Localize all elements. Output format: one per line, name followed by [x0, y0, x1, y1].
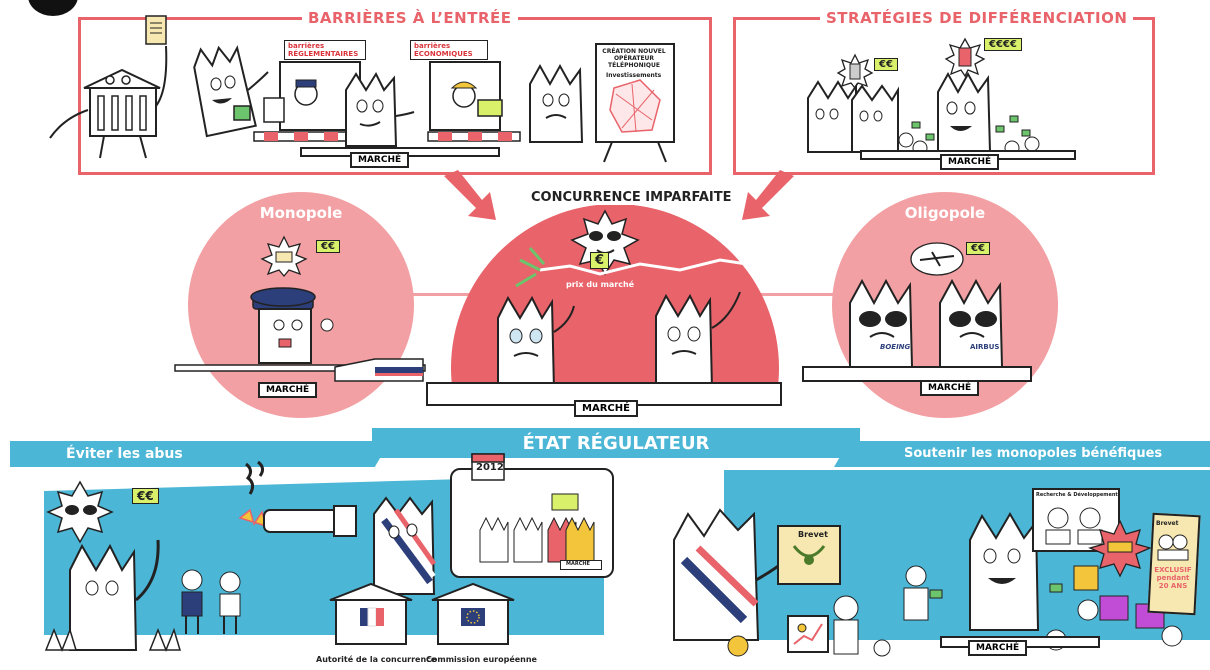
barriers-title: BARRIÈRES À L’ENTRÉE: [302, 9, 518, 27]
corner-badge: [28, 0, 78, 16]
scroll-document-icon: [145, 15, 167, 45]
exclusive-patent-card: [1147, 512, 1201, 616]
competition-authority-label: Autorité de la concurrence: [316, 655, 437, 664]
regulatory-barrier-tag: barrières RÉGLEMENTAIRES: [284, 40, 366, 61]
european-commission-label: Commission européenne: [426, 655, 537, 664]
concurrence-euro-tag: €: [590, 252, 610, 269]
oligopole-title: Oligopole: [904, 204, 986, 222]
exclusive-patent-people: [1157, 534, 1189, 561]
calendar-scene-drawing: [479, 493, 595, 563]
monopole-money-icon: [260, 235, 308, 278]
oligopole-euro-tag: €€: [966, 242, 990, 255]
monopole-conductor-drawing: [174, 287, 426, 382]
brevet-scroll-drawing: [777, 525, 841, 585]
regulator-title-banner: ÉTAT RÉGULATEUR: [372, 428, 860, 458]
supported-firms-drawing: [833, 512, 1183, 657]
board-investment-text: Investissements: [606, 72, 662, 79]
basic-phone-icon: [836, 53, 874, 90]
growth-chart-icon: [787, 615, 829, 653]
exclusive-patent-text: EXCLUSIF pendant 20 ANS: [1154, 566, 1192, 591]
oligopole-market-plate: [802, 366, 1032, 382]
competition-authority-building: [329, 582, 413, 645]
competitors-drawing: [497, 291, 741, 391]
market-price-lightning: [515, 231, 811, 288]
rd-sign-label: Recherche & Développement: [1036, 492, 1118, 498]
sash-character-drawing: [673, 508, 787, 657]
differentiation-crowd-drawing: [807, 71, 1040, 156]
calendar-market-label: MARCHÉ: [566, 561, 590, 567]
oligopole-market-label: MARCHÉ: [920, 380, 980, 396]
concurrence-sun-character: [570, 209, 640, 276]
euro-big-tag: €€€€: [984, 38, 1022, 51]
smartphone-icon: [944, 37, 986, 78]
differentiation-market-label: MARCHÉ: [940, 154, 1000, 170]
exclusive-patent-title: Brevet: [1156, 520, 1179, 527]
monopole-market-label: MARCHÉ: [258, 382, 318, 398]
exclusive-star-badge: [1088, 519, 1152, 578]
support-banner: Soutenir les monopoles bénéfiques: [834, 441, 1210, 467]
oligopole-plane-icon: [910, 242, 964, 276]
differentiation-title: STRATÉGIES DE DIFFÉRENCIATION: [820, 9, 1134, 27]
bank-character-drawing: [49, 45, 168, 159]
waving-entrant-character: [193, 45, 269, 138]
calendar-year: 2012: [476, 462, 504, 473]
incumbent-character: [345, 71, 415, 147]
support-market-label: MARCHÉ: [968, 640, 1028, 656]
calendar-icon: [471, 453, 505, 481]
regulator-title: ÉTAT RÉGULATEUR: [522, 433, 710, 454]
abuse-banner-label: Éviter les abus: [66, 446, 183, 462]
oligopole-duopoly-drawing: [849, 278, 1004, 368]
euro-small-tag: €€: [874, 58, 898, 71]
monopole-euro-tag: €€: [316, 240, 340, 253]
investment-board-drawing: [595, 43, 675, 163]
airbus-brand-label: AIRBUS: [970, 343, 1000, 351]
concurrence-title: CONCURRENCE IMPARFAITE: [528, 190, 735, 205]
second-entrant-character: [529, 63, 584, 143]
regulator-character-drawing: [238, 496, 437, 595]
abuse-banner: Éviter les abus: [10, 441, 390, 467]
abusive-monopoly-drawing: [44, 480, 182, 653]
boeing-brand-label: BOEING: [880, 343, 911, 351]
rd-researchers-icon: [1045, 507, 1103, 545]
concurrence-market-label: MARCHÉ: [574, 400, 638, 417]
worried-consumers-drawing: [181, 569, 241, 634]
brevet-scroll-label: Brevet: [798, 530, 828, 539]
arrow-differentiation-to-concurrence: [742, 170, 794, 220]
market-price-label: prix du marché: [566, 280, 635, 289]
board-title-text: CRÉATION NOUVEL OPÉRATEUR TÉLÉPHONIQUE: [602, 48, 666, 70]
barriers-market-label: MARCHÉ: [350, 152, 410, 168]
calendar-market-plate: [560, 560, 602, 570]
economic-barrier-tag: barrières ÉCONOMIQUES: [410, 40, 488, 61]
stress-marks-icon: [245, 460, 265, 495]
arrow-barriers-to-concurrence: [444, 170, 496, 220]
economic-booth-drawing: [427, 61, 521, 142]
support-banner-label: Soutenir les monopoles bénéfiques: [904, 446, 1163, 461]
monopole-title: Monopole: [259, 204, 343, 222]
european-commission-building: [431, 582, 515, 645]
abuse-euro-tag: €€: [132, 488, 159, 504]
